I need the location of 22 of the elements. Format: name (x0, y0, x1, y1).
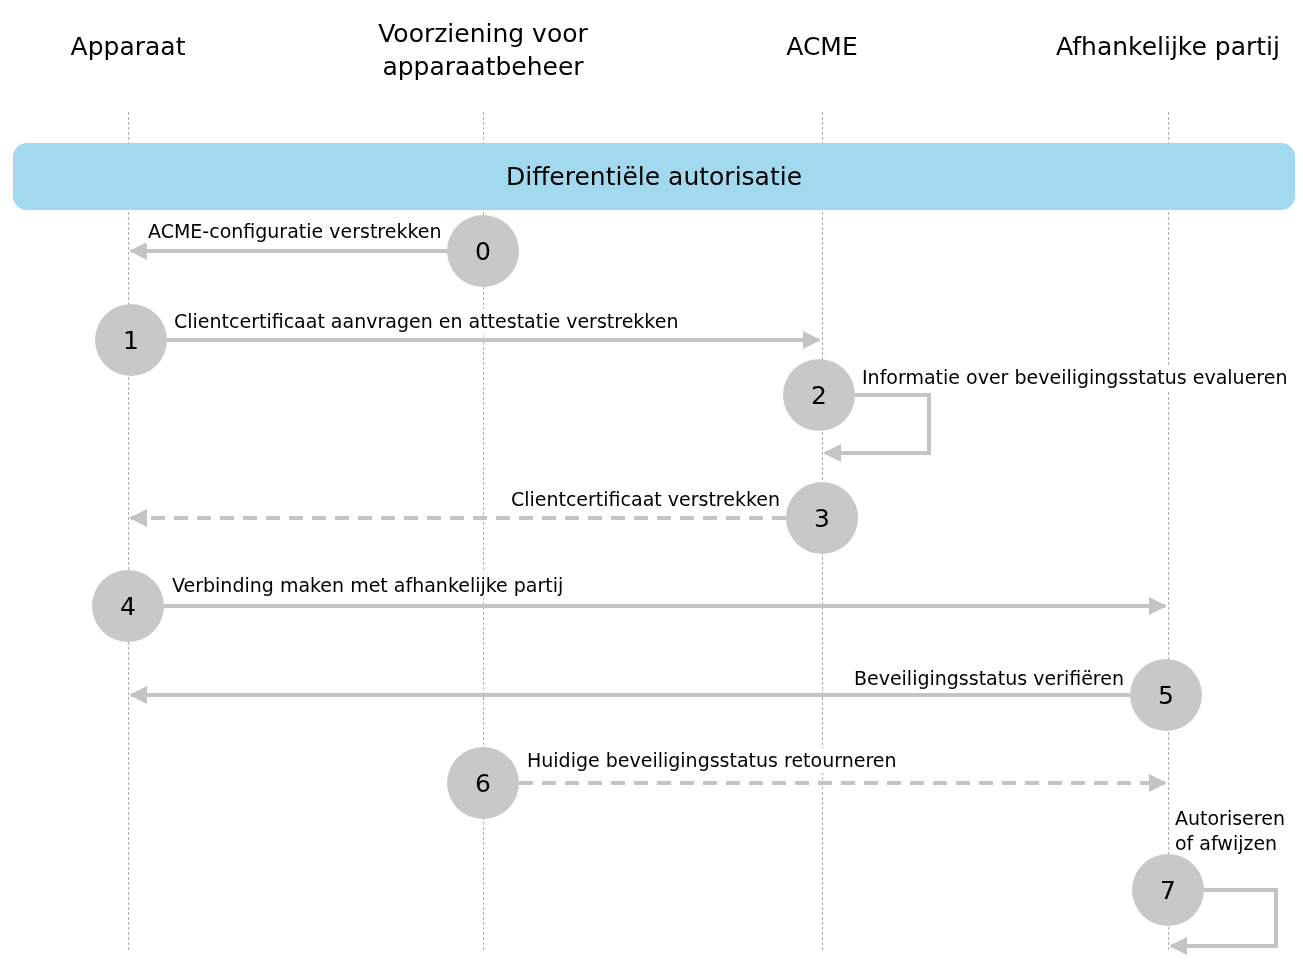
arrow (129, 509, 786, 527)
arrow (164, 597, 1167, 615)
step-number: 7 (1160, 875, 1176, 905)
arrow (129, 242, 447, 260)
step-number: 3 (814, 503, 830, 533)
participant-label: ACME (692, 30, 952, 63)
arrow (1169, 888, 1278, 955)
arrow (823, 393, 931, 462)
arrow (129, 686, 1130, 704)
participant-label: Apparaat (0, 30, 258, 63)
step-number: 2 (811, 380, 827, 410)
step-number: 6 (475, 768, 491, 798)
step-number: 1 (123, 325, 139, 355)
participant-label: Afhankelijke partij (1038, 30, 1298, 63)
step-number: 0 (475, 236, 491, 266)
step-number: 5 (1158, 680, 1174, 710)
arrow (167, 331, 821, 349)
arrow (519, 774, 1167, 792)
phase-band (13, 143, 1295, 210)
phase-title: Differentiële autorisatie (505, 162, 803, 191)
participant-label: Voorziening voor apparaatbeheer (353, 17, 613, 83)
step-number: 4 (120, 591, 136, 621)
